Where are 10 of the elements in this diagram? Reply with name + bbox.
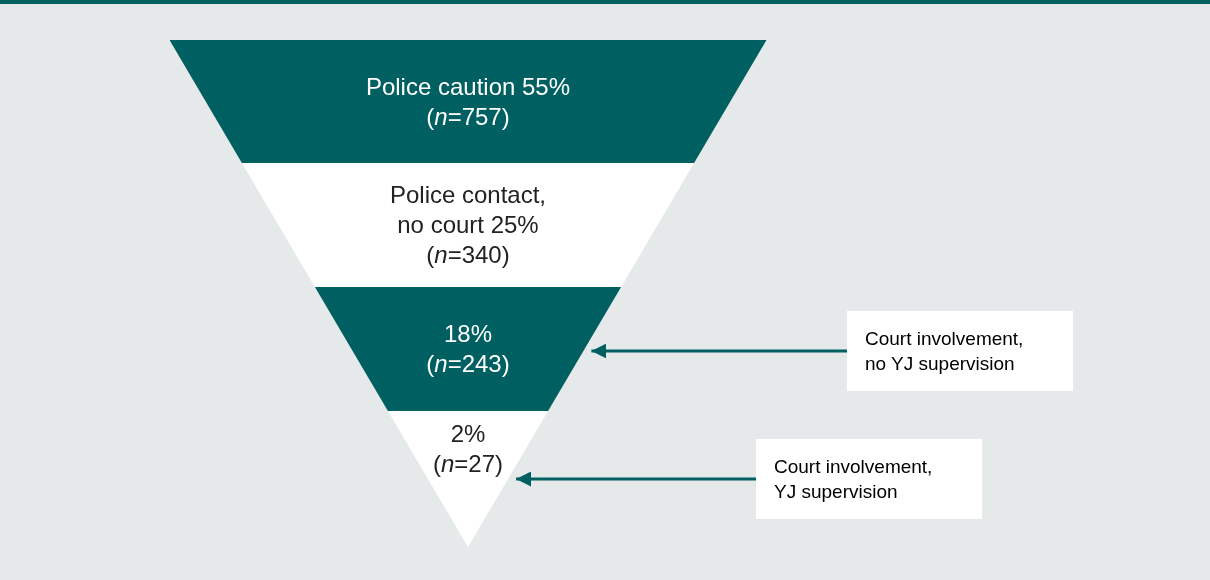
callout-text: Court involvement, no YJ supervision bbox=[865, 327, 1025, 376]
band-label: 18% (n=243) bbox=[425, 319, 511, 379]
arrow bbox=[516, 471, 756, 487]
arrow bbox=[591, 343, 847, 359]
callout-box bbox=[847, 311, 1073, 391]
callout-text: Court involvement, YJ supervision bbox=[774, 455, 934, 504]
band-label: Police contact, no court 25% (n=340) bbox=[388, 180, 548, 270]
band-label: 2% (n=27) bbox=[431, 419, 504, 479]
band-label: Police caution 55% (n=757) bbox=[364, 71, 572, 132]
callout-box bbox=[756, 439, 982, 519]
